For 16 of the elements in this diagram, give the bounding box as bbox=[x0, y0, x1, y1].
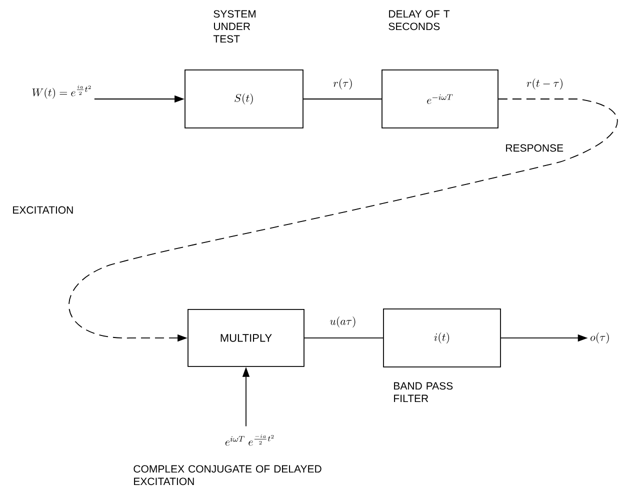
block-box: MULTIPLY bbox=[188, 309, 304, 367]
block-box: $e^{-i\omega T}$ bbox=[382, 70, 498, 128]
edge-label: $u(a\tau)$ bbox=[330, 316, 356, 328]
signal-formula: $e^{i\omega T}\; e^{\frac{-ia}{2}t^{2}}$ bbox=[225, 434, 274, 446]
note-label: RESPONSE bbox=[506, 144, 564, 152]
signal-formula: $W(t)=e^{\frac{ia}{2}t^{2}}$ bbox=[32, 85, 91, 99]
note-label: EXCITATION bbox=[13, 206, 73, 214]
block-caption: COMPLEX CONJUGATE OF DELAYED EXCITATION bbox=[134, 465, 322, 486]
edge-label: $r(\tau)$ bbox=[333, 78, 352, 90]
block-box: $i(t)$ bbox=[383, 308, 501, 368]
block-caption: SYSTEM UNDER TEST bbox=[213, 10, 256, 43]
block-box: $S(t)$ bbox=[184, 70, 304, 128]
block-caption: DELAY OF T SECONDS bbox=[388, 10, 450, 30]
edge-label: $r(t-\tau)$ bbox=[526, 78, 562, 90]
signal-formula: $o(\tau)$ bbox=[590, 332, 609, 344]
block-caption: BAND PASS FILTER bbox=[394, 382, 453, 402]
